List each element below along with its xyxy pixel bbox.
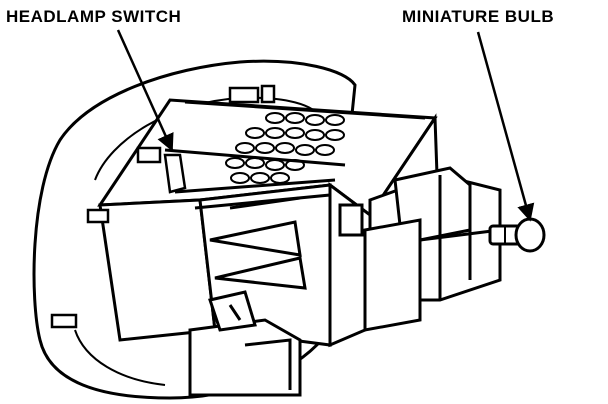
front-face-wedges bbox=[209, 196, 307, 290]
miniature-bulb-leader bbox=[476, 31, 535, 222]
headlamp-switch-leader bbox=[116, 29, 174, 152]
leader-lines bbox=[116, 29, 535, 222]
top-clips bbox=[136, 84, 276, 194]
top-face-rails bbox=[164, 100, 426, 210]
bezel-inner-rim bbox=[94, 96, 321, 181]
bezel-inner-curve bbox=[74, 329, 166, 386]
bezel-tabs bbox=[50, 208, 110, 329]
housing-left-face bbox=[98, 198, 217, 342]
top-face-pads bbox=[225, 112, 345, 184]
miniature-bulb bbox=[488, 217, 546, 253]
lower-connector bbox=[188, 290, 302, 397]
miniature-bulb-label: MINIATURE BULB bbox=[402, 7, 555, 26]
bulb-socket-assembly bbox=[338, 166, 502, 332]
headlamp-switch-label: HEADLAMP SWITCH bbox=[6, 7, 182, 26]
